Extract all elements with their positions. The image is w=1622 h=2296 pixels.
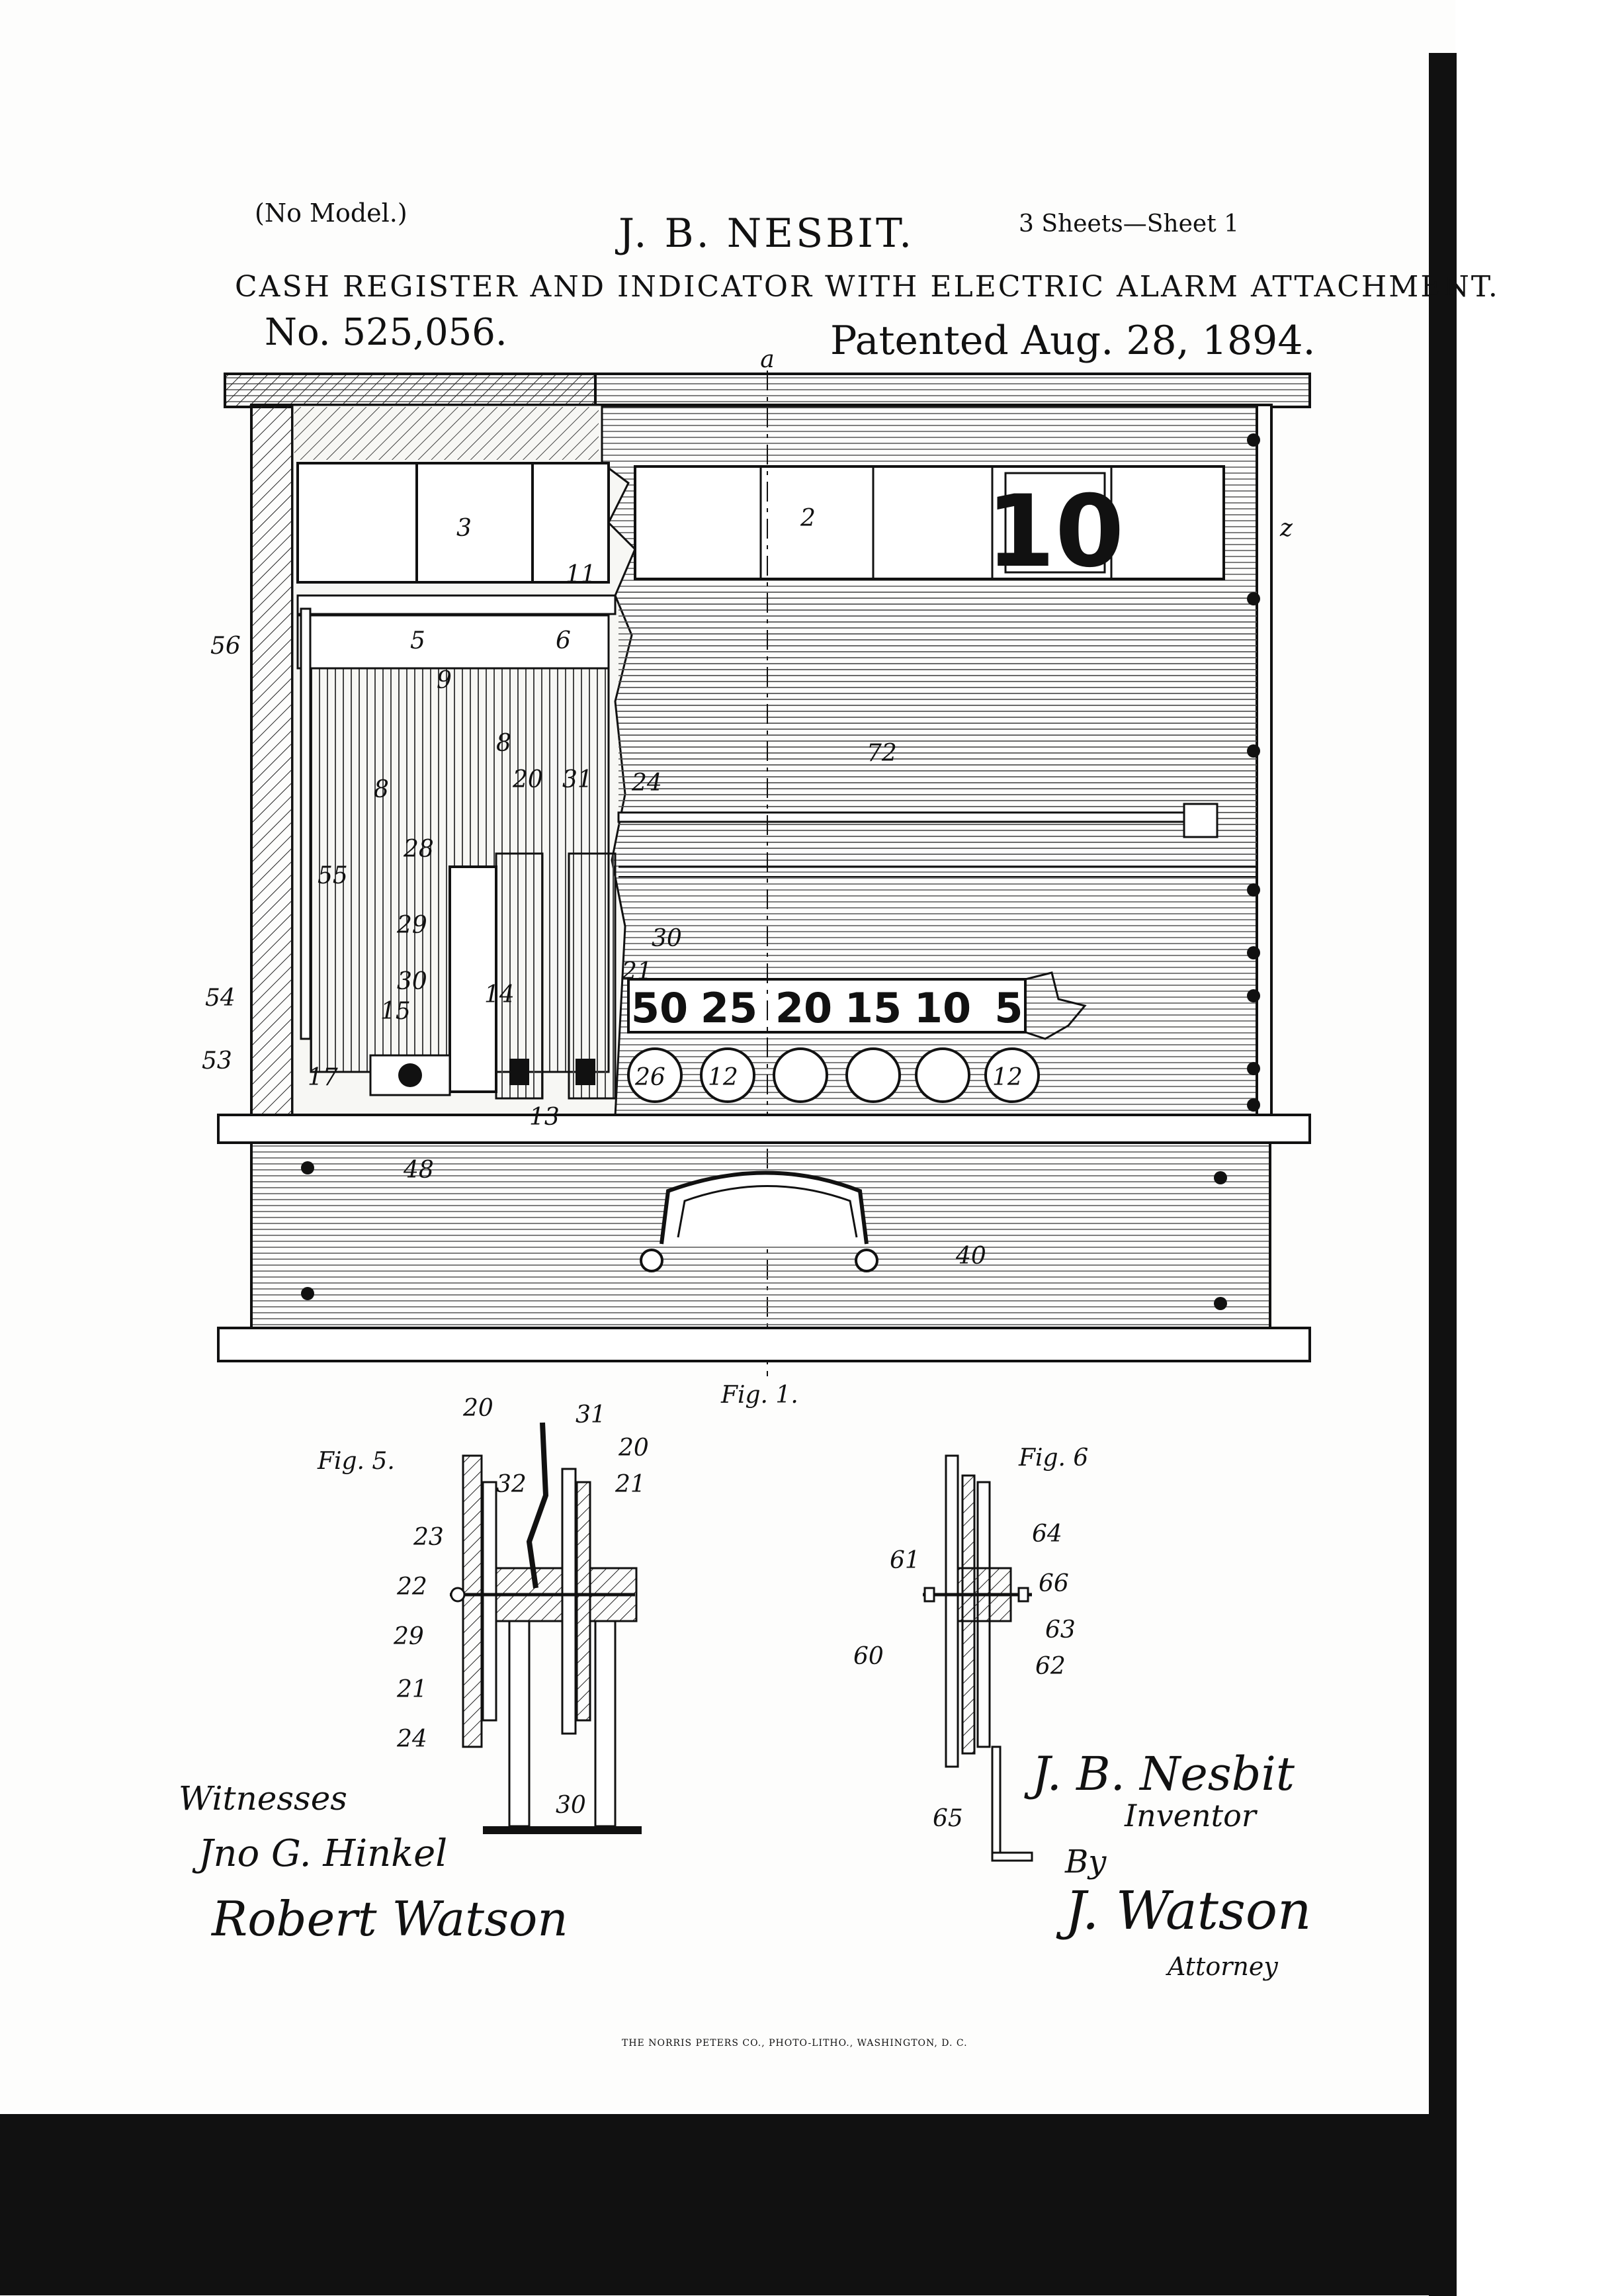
ref-label: 22 (396, 1573, 427, 1601)
ref-label: 14 (484, 981, 515, 1008)
fig5-labels: 20 31 20 32 21 23 22 29 21 24 30 (393, 1395, 649, 1819)
ref-label: z (1279, 515, 1293, 542)
amount-50: 50 (631, 984, 688, 1032)
ref-label: 55 (318, 862, 348, 889)
amount-5: 5 (994, 984, 1023, 1032)
attorney-label: Attorney (1166, 1952, 1278, 1981)
model-note: (No Model.) (255, 199, 407, 228)
inventor-name: J. B. NESBIT. (619, 210, 915, 257)
ref-label: 31 (576, 1401, 606, 1429)
section-mark: a (760, 346, 774, 373)
display-value: 10 (986, 474, 1125, 590)
ref-label: 2 (800, 505, 816, 532)
ref-label: 64 (1032, 1521, 1062, 1548)
ref-label: 72 (867, 740, 897, 767)
ref-label: 15 (380, 998, 411, 1025)
ref-label: 12 (708, 1064, 738, 1091)
amount-tabs: 50 25 20 15 10 5 (631, 984, 1023, 1032)
ref-label: 5 (410, 627, 425, 654)
ref-label: 30 (652, 925, 682, 952)
scan-edge-bottom (0, 2114, 1457, 2295)
ref-label: 26 (634, 1064, 665, 1091)
ref-label: 31 (562, 766, 593, 793)
ref-label: 6 (556, 627, 571, 654)
ref-label: 63 (1045, 1616, 1076, 1644)
ref-label: 20 (462, 1395, 493, 1422)
ref-label: 29 (393, 1623, 424, 1650)
ref-label: 13 (529, 1104, 560, 1131)
ref-label: 62 (1035, 1653, 1066, 1680)
ref-label: 24 (631, 770, 662, 797)
ref-label: 56 (210, 633, 241, 660)
ref-label: 54 (205, 985, 235, 1012)
patent-number: No. 525,056. (265, 311, 507, 354)
ref-label: 32 (496, 1471, 527, 1498)
ref-label: 28 (403, 836, 434, 863)
ref-label: 40 (955, 1243, 986, 1270)
patent-title: CASH REGISTER AND INDICATOR WITH ELECTRI… (235, 270, 1500, 304)
witnesses-label: Witnesses (179, 1779, 347, 1818)
ref-label: 61 (890, 1547, 920, 1574)
ref-label: 21 (621, 958, 652, 985)
amount-15: 15 (845, 984, 902, 1032)
ref-label: 60 (853, 1643, 884, 1670)
fig5-caption: Fig. 5. (317, 1448, 395, 1475)
sheet-count: 3 Sheets—Sheet 1 (1019, 210, 1240, 238)
fig1-cabinet (217, 371, 1311, 1376)
ref-label: 65 (933, 1805, 963, 1832)
ref-label: 21 (396, 1676, 427, 1703)
ref-label: 11 (566, 561, 596, 588)
amount-25: 25 (701, 984, 757, 1032)
ref-label: 9 (437, 667, 452, 694)
ref-label: 30 (397, 968, 427, 995)
ref-label: 30 (556, 1792, 586, 1819)
ref-label: 20 (512, 766, 543, 793)
fig5-drawing (450, 1422, 642, 1834)
ref-label: 48 (403, 1157, 434, 1184)
patent-date: Patented Aug. 28, 1894. (830, 318, 1316, 364)
ref-label: 8 (496, 730, 511, 757)
ref-label: 20 (618, 1435, 649, 1462)
ref-label: 17 (308, 1064, 338, 1091)
fig6-caption: Fig. 6 (1018, 1444, 1088, 1472)
ref-label: 8 (374, 776, 389, 803)
inventor-label: Inventor (1124, 1798, 1258, 1833)
witness-2-signature: Robert Watson (210, 1891, 568, 1947)
ref-label: 12 (992, 1064, 1023, 1091)
fig1-caption: Fig. 1. (720, 1382, 798, 1409)
ref-label: 24 (396, 1726, 427, 1753)
fig6-drawing (923, 1454, 1033, 1862)
witness-1-signature: Jno G. Hinkel (192, 1832, 447, 1875)
amount-10: 10 (914, 984, 971, 1032)
inventor-signature: J. B. Nesbit (1024, 1747, 1295, 1801)
scan-edge-right (1429, 53, 1457, 2296)
printer-credit: THE NORRIS PETERS CO., PHOTO-LITHO., WAS… (622, 2038, 968, 2049)
attorney-signature: J. Watson (1056, 1880, 1312, 1941)
ref-label: 53 (202, 1047, 232, 1075)
ref-label: 29 (396, 912, 427, 939)
ref-label: 3 (456, 515, 472, 542)
ref-label: 21 (615, 1471, 646, 1498)
fig6-labels: 61 64 66 60 63 62 65 (853, 1521, 1076, 1832)
fig1-labels: 2 3 5 6 8 8 9 11 12 12 13 14 15 17 20 21… (202, 505, 1293, 1270)
ref-label: 66 (1039, 1570, 1069, 1597)
ref-label: 23 (413, 1524, 444, 1551)
signature-block: Witnesses Jno G. Hinkel Robert Watson J.… (179, 1747, 1312, 1981)
amount-20: 20 (775, 984, 832, 1032)
by-label: By (1064, 1843, 1107, 1880)
